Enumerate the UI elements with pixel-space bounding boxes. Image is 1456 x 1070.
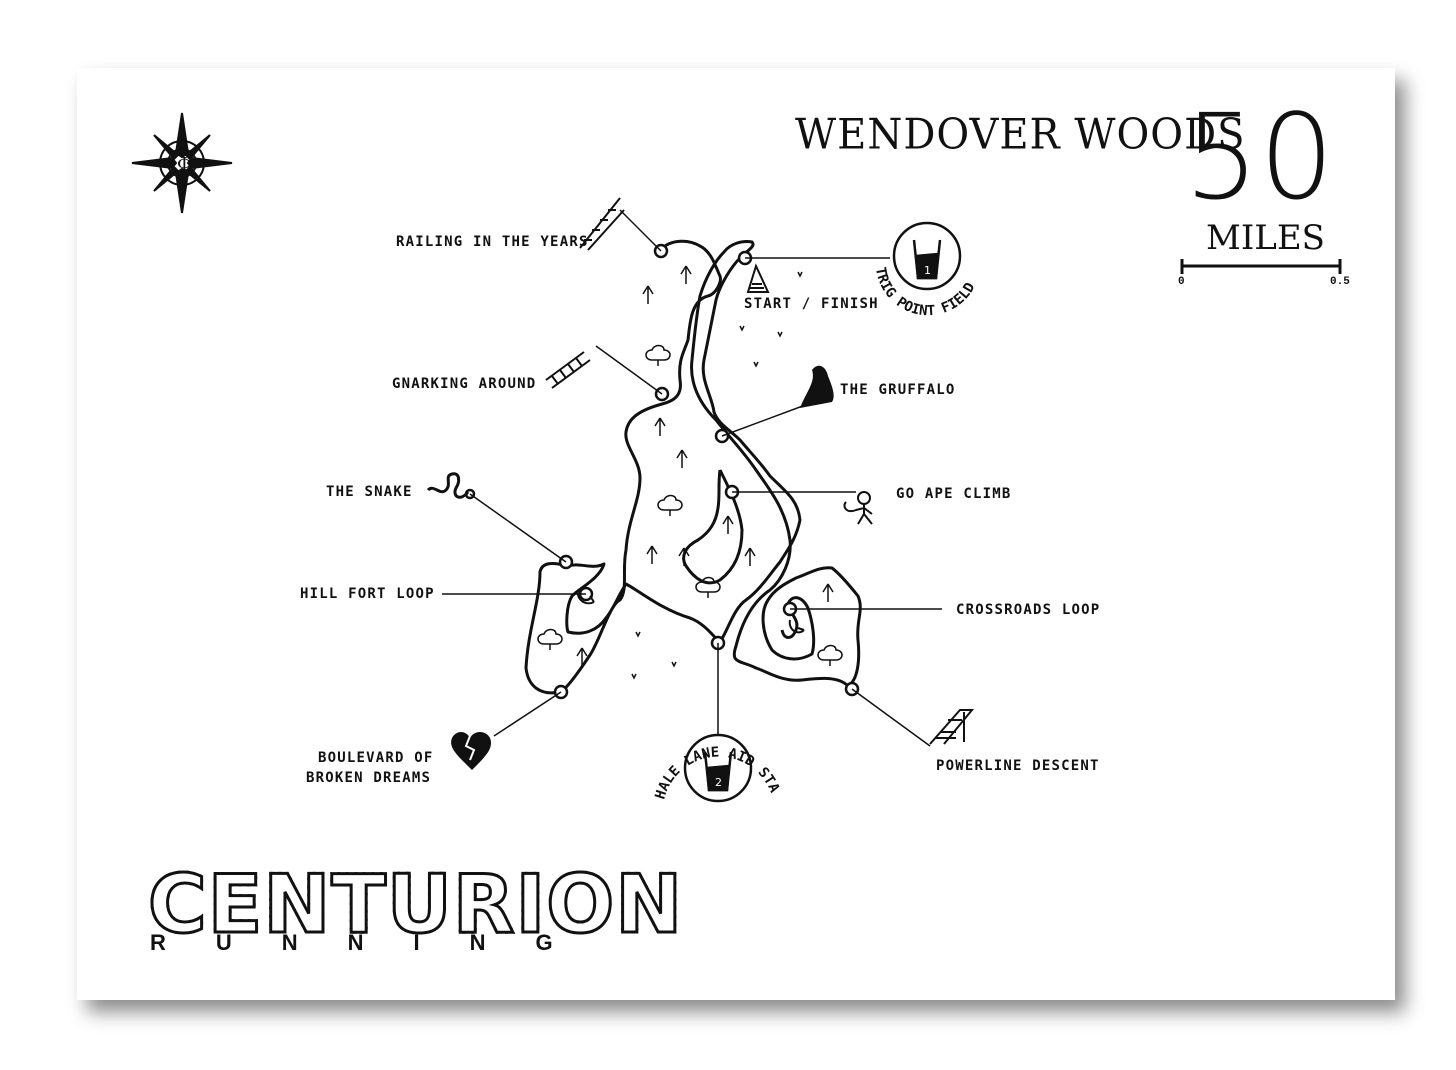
- powerline-icon: [929, 709, 975, 745]
- landmark-gruffalo: THE GRUFFALO: [840, 382, 956, 398]
- landmark-snake: THE SNAKE: [326, 484, 413, 500]
- landmark-boulevard-line2: BROKEN DREAMS: [306, 770, 432, 786]
- map-title: WENDOVER WOODS: [795, 110, 1246, 160]
- aid-station-icon: 2: [683, 733, 753, 803]
- svg-text:2: 2: [715, 776, 722, 789]
- grass-marks: [631, 271, 803, 680]
- course-route: [524, 239, 862, 695]
- tree-icons: [537, 265, 843, 666]
- flag-icon: [746, 263, 770, 293]
- broken-heart-icon: [451, 732, 492, 770]
- monkey-icon: [843, 491, 873, 525]
- svg-text:Φ: Φ: [177, 154, 192, 175]
- ladder-icon: [545, 351, 591, 389]
- leader-lines: [442, 209, 942, 747]
- landmark-start-finish: START / FINISH: [744, 296, 879, 312]
- hale-lane-label: HALE LANE AID STATION: [0, 0, 782, 801]
- distance-value: 50: [1184, 88, 1335, 226]
- scale-end: 0.5: [1330, 276, 1350, 288]
- landmark-crossroads: CROSSROADS LOOP: [956, 602, 1101, 618]
- map-poster: [77, 68, 1395, 1000]
- aid-station-icon: 1: [892, 221, 962, 291]
- scale-bar: [1180, 259, 1342, 274]
- loop-icon: [576, 589, 805, 634]
- landmark-powerline: POWERLINE DESCENT: [936, 758, 1100, 774]
- landmark-railing: RAILING IN THE YEARS: [396, 234, 589, 250]
- landmark-goape: GO APE CLIMB: [896, 486, 1012, 502]
- svg-text:1: 1: [924, 264, 931, 277]
- distance-unit: MILES: [1206, 218, 1325, 258]
- compass-rose-icon: Φ: [131, 112, 233, 214]
- landmark-gnarking: GNARKING AROUND: [392, 376, 537, 392]
- landmark-hillfort: HILL FORT LOOP: [300, 586, 435, 602]
- landmark-boulevard-line1: BOULEVARD OF: [318, 750, 434, 766]
- brand-logo: CENTURION: [146, 857, 684, 953]
- gruffalo-icon: [800, 365, 834, 408]
- brand-subtitle: RUNNING: [150, 930, 603, 955]
- stairs-icon: [579, 197, 625, 251]
- snake-icon: [426, 472, 470, 499]
- scale-start: 0: [1178, 276, 1185, 288]
- checkpoint-markers: [464, 243, 860, 700]
